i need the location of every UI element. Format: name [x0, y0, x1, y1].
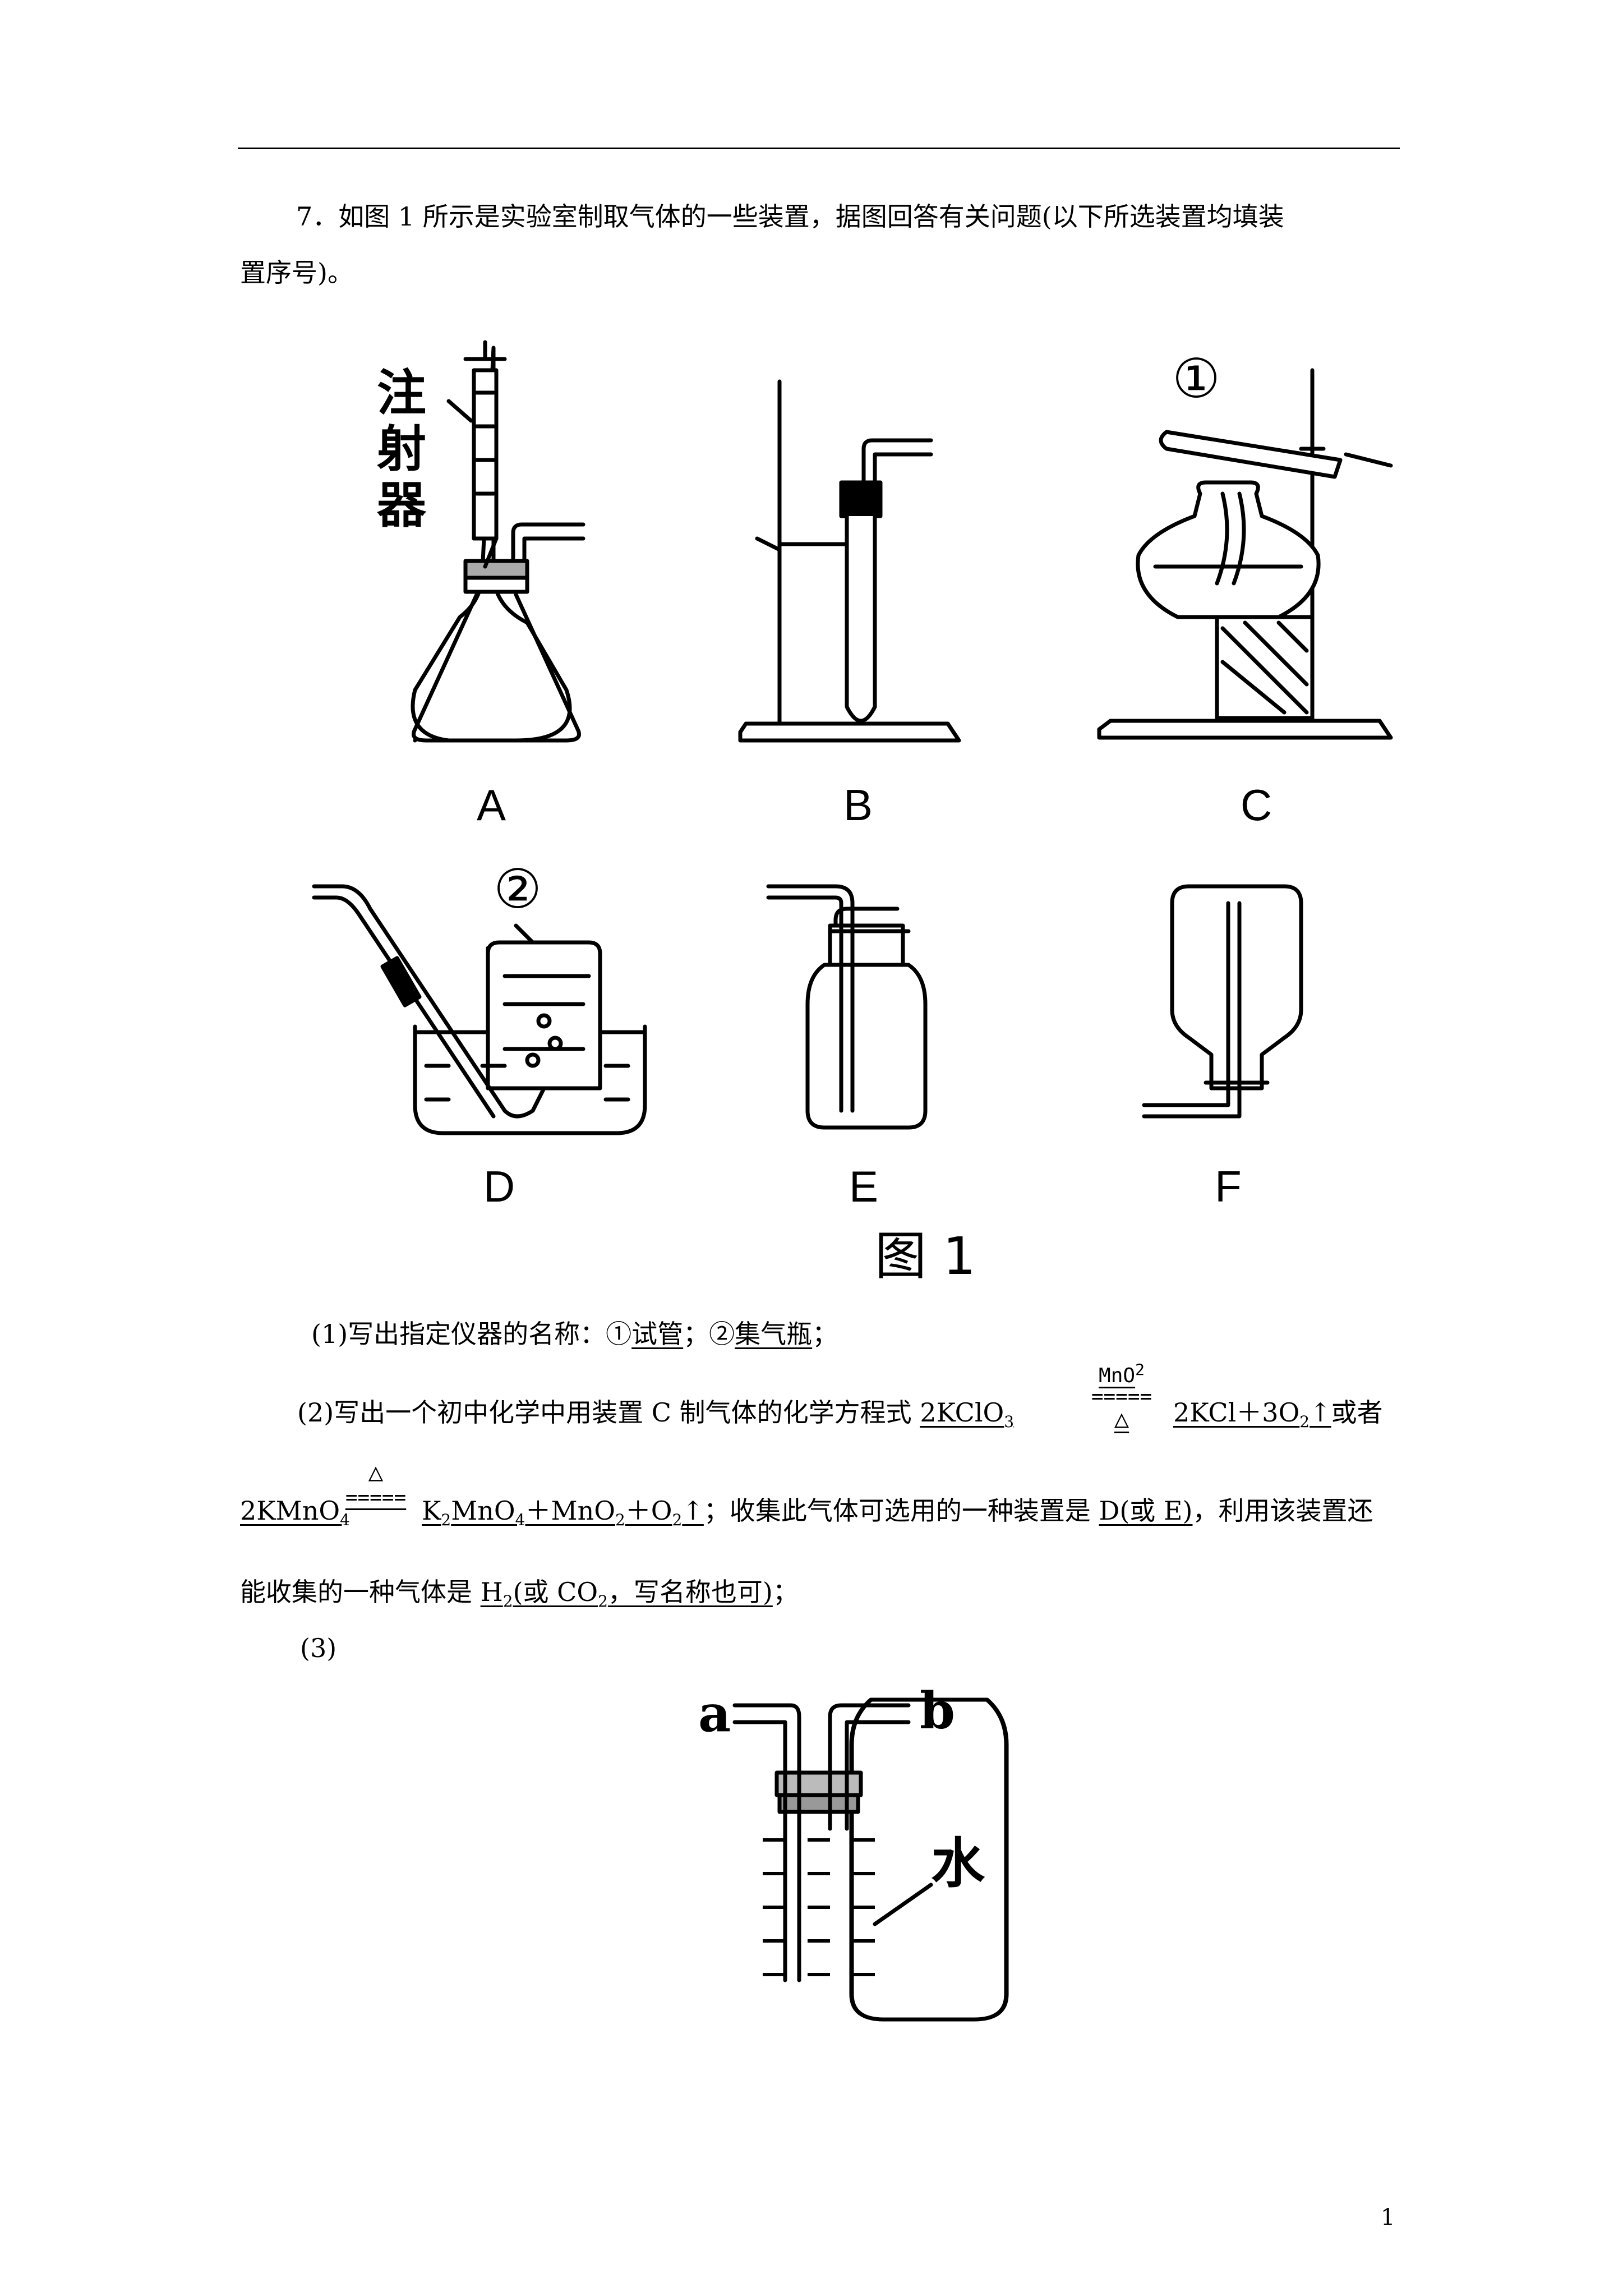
eq1-sign: ===== — [1091, 1385, 1152, 1408]
label-f: F — [1215, 1162, 1242, 1211]
eq1-right-sub: 2 — [1299, 1412, 1310, 1432]
apparatus-d — [312, 884, 647, 1135]
part1-end: ； — [812, 1319, 838, 1349]
apparatus-c — [1097, 368, 1393, 740]
question-line-2: 置序号)。 — [240, 257, 353, 288]
part2-line-2a: 2KMnO4 — [240, 1495, 350, 1536]
eq1-left: 2KClO3 — [920, 1397, 1015, 1432]
eq1-right-a: 2KCl＋3O — [1173, 1397, 1300, 1428]
eq2-r3: ＋MnO — [525, 1496, 615, 1526]
label-c: C — [1240, 780, 1272, 830]
eq1-right-b: ↑ — [1310, 1397, 1331, 1428]
apparatus-b — [738, 379, 961, 743]
gas-answer: H2(或 CO2，写名称也可) — [480, 1577, 773, 1611]
gas-b: (或 CO — [513, 1577, 598, 1607]
eq2-r5: ↑ — [682, 1496, 704, 1526]
part3-label: (3) — [300, 1633, 337, 1663]
syringe-label-1: 注 — [377, 364, 427, 422]
collect-text: ；收集此气体可选用的一种装置是 — [703, 1496, 1099, 1526]
eq2-r3-sub: 2 — [615, 1511, 625, 1530]
part3-bottle — [732, 1697, 1009, 2022]
eq2-right: K2MnO4＋MnO2＋O2↑ — [422, 1496, 704, 1530]
apparatus-a — [411, 340, 585, 743]
eq2-r4-sub: 2 — [672, 1511, 683, 1530]
header-rule — [238, 148, 1400, 149]
eq2-r2-sub: 4 — [515, 1511, 525, 1530]
eq2-left-text: 2KMnO — [240, 1496, 340, 1526]
eq2-r1-sub: 2 — [441, 1511, 451, 1530]
eq2-r4: ＋O — [625, 1496, 672, 1526]
figure-caption: 图 1 — [875, 1226, 976, 1286]
eq1-right: 2KCl＋3O2↑ — [1173, 1397, 1331, 1432]
label-d: D — [483, 1162, 515, 1211]
eq1-bottom: △ — [1114, 1405, 1129, 1433]
part1-line: (1)写出指定仪器的名称：①试管；②集气瓶； — [311, 1318, 838, 1350]
part2-prefix: (2)写出一个初中化学中用装置 C 制气体的化学方程式 — [297, 1397, 920, 1428]
gas-a: H — [480, 1577, 503, 1607]
also-text: ，利用该装置还 — [1192, 1496, 1373, 1526]
label-e: E — [849, 1162, 879, 1211]
part1-answer-1: 试管 — [631, 1319, 684, 1349]
eq1-condition: MnO2 ===== △ — [1077, 1358, 1166, 1433]
eq2-sign: ===== — [345, 1486, 407, 1509]
part2-or: 或者 — [1331, 1397, 1383, 1428]
eq1-left-text: 2KClO — [920, 1397, 1004, 1428]
gas-sub: 2 — [502, 1592, 513, 1611]
part1-prefix: (1)写出指定仪器的名称：① — [311, 1319, 632, 1349]
question-line-1: 7．如图 1 所示是实验室制取气体的一些装置，据图回答有关问题(以下所选装置均填… — [296, 201, 1284, 232]
line3-end: ； — [772, 1577, 799, 1607]
page-number: 1 — [1381, 2205, 1395, 2230]
eq2-left: 2KMnO4 — [240, 1496, 350, 1530]
label-b: B — [843, 780, 873, 830]
eq1-left-sub: 3 — [1004, 1412, 1015, 1432]
part2-line-2b: K2MnO4＋MnO2＋O2↑；收集此气体可选用的一种装置是 D(或 E)，利用… — [422, 1495, 1373, 1536]
eq2-condition: △ ===== — [334, 1458, 418, 1509]
part2-line-1b: 2KCl＋3O2↑或者 — [1173, 1397, 1383, 1438]
part2-line-3: 能收集的一种气体是 H2(或 CO2，写名称也可)； — [240, 1576, 799, 1617]
apparatus-f — [1142, 884, 1303, 1119]
eq2-top: △ — [368, 1458, 384, 1487]
tube-a-label: a — [698, 1684, 731, 1743]
syringe-label-2: 射 — [377, 420, 427, 478]
part1-answer-2: 集气瓶 — [735, 1319, 813, 1349]
marker-2: ② — [494, 858, 542, 921]
line3-prefix: 能收集的一种气体是 — [240, 1577, 481, 1607]
part1-mid: ；② — [683, 1319, 735, 1349]
label-a: A — [476, 780, 506, 830]
eq2-left-sub: 4 — [340, 1511, 350, 1530]
apparatus-e — [766, 884, 928, 1130]
gas-c: ，写名称也可) — [607, 1577, 773, 1607]
marker-1: ① — [1172, 347, 1221, 410]
eq1-top-sup: 2 — [1135, 1360, 1145, 1379]
gas-sub2: 2 — [598, 1592, 608, 1611]
eq2-r1: K — [422, 1496, 441, 1526]
syringe-label-3: 器 — [377, 476, 427, 534]
eq1-top: MnO — [1099, 1364, 1136, 1387]
eq2-r2: MnO — [451, 1496, 515, 1526]
tube-b-label: b — [920, 1681, 955, 1741]
part2-line-1: (2)写出一个初中化学中用装置 C 制气体的化学方程式 2KClO3 — [297, 1397, 1014, 1438]
collect-answer: D(或 E) — [1099, 1496, 1193, 1526]
water-label: 水 — [931, 1832, 985, 1895]
